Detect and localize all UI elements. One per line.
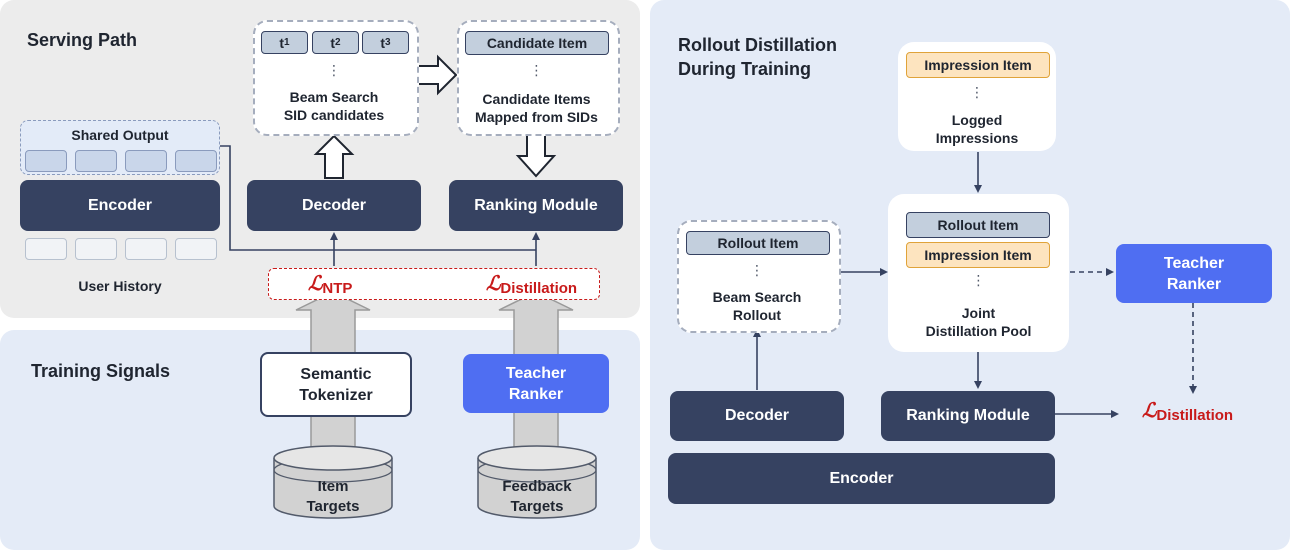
encoder-block: Encoder: [20, 180, 220, 231]
ellipsis-dots: ⋮: [529, 62, 544, 78]
beam-search-caption-line2: SID candidates: [283, 107, 385, 123]
sid-token-subscript: 2: [335, 37, 341, 48]
user-history-cell: [25, 238, 67, 260]
rollout-decoder-label: Decoder: [724, 407, 790, 424]
shared-output-cell: [125, 150, 167, 172]
shared-output-label: Shared Output: [71, 127, 169, 143]
ellipsis-dots: ⋮: [750, 262, 764, 278]
training-signals-title: Training Signals: [31, 361, 171, 381]
rollout-encoder-label: Encoder: [829, 469, 894, 487]
user-history-cell: [75, 238, 117, 260]
shared-output-cell: [25, 150, 67, 172]
candidate-item-pill: Candidate Item: [465, 31, 609, 55]
rollout-distillation-loss-label: ℒDistillation: [1142, 398, 1234, 424]
ranking-module-block: Ranking Module: [449, 180, 623, 231]
user-history-label: User History: [78, 278, 162, 294]
user-history-cell: [175, 238, 217, 260]
impression-item-pill: Impression Item: [906, 52, 1050, 78]
rollout-ranking-module-label: Ranking Module: [906, 407, 1030, 424]
candidate-caption-line1: Candidate Items: [482, 91, 591, 107]
rollout-ranking-module-block: Ranking Module: [881, 391, 1055, 441]
user-history-cell: [125, 238, 167, 260]
rollout-item-pill: Rollout Item: [686, 231, 830, 255]
encoder-label: Encoder: [87, 196, 152, 214]
beam-search-caption-line1: Beam Search: [289, 89, 379, 105]
candidate-caption-line2: Mapped from SIDs: [475, 109, 598, 125]
candidate-to-ranking-arrow: [515, 133, 557, 178]
distillation-loss-label: ℒDistillation: [486, 271, 578, 297]
ntp-loss-label: ℒNTP: [308, 271, 353, 297]
rollout-encoder-block: Encoder: [668, 453, 1055, 504]
sid-token-subscript: 1: [284, 37, 290, 48]
decoder-label: Decoder: [301, 196, 367, 214]
pool-rollout-item-pill: Rollout Item: [906, 212, 1050, 238]
decoder-to-beam-arrow: [313, 134, 355, 179]
rollout-decoder-block: Decoder: [670, 391, 844, 441]
decoder-block: Decoder: [247, 180, 421, 231]
shared-output-connector: [220, 145, 536, 251]
beam-to-candidate-arrow: [415, 54, 458, 96]
ranking-module-label: Ranking Module: [474, 196, 598, 214]
ellipsis-dots: ⋮: [971, 272, 986, 288]
pool-impression-item-pill: Impression Item: [906, 242, 1050, 268]
shared-output-cell: [75, 150, 117, 172]
loss-strip: [268, 268, 600, 300]
ellipsis-dots: ⋮: [970, 84, 984, 100]
sid-token-subscript: 3: [385, 37, 391, 48]
shared-output-cell: [175, 150, 217, 172]
ellipsis-dots: ⋮: [327, 62, 341, 78]
serving-path-title: Serving Path: [27, 30, 138, 50]
